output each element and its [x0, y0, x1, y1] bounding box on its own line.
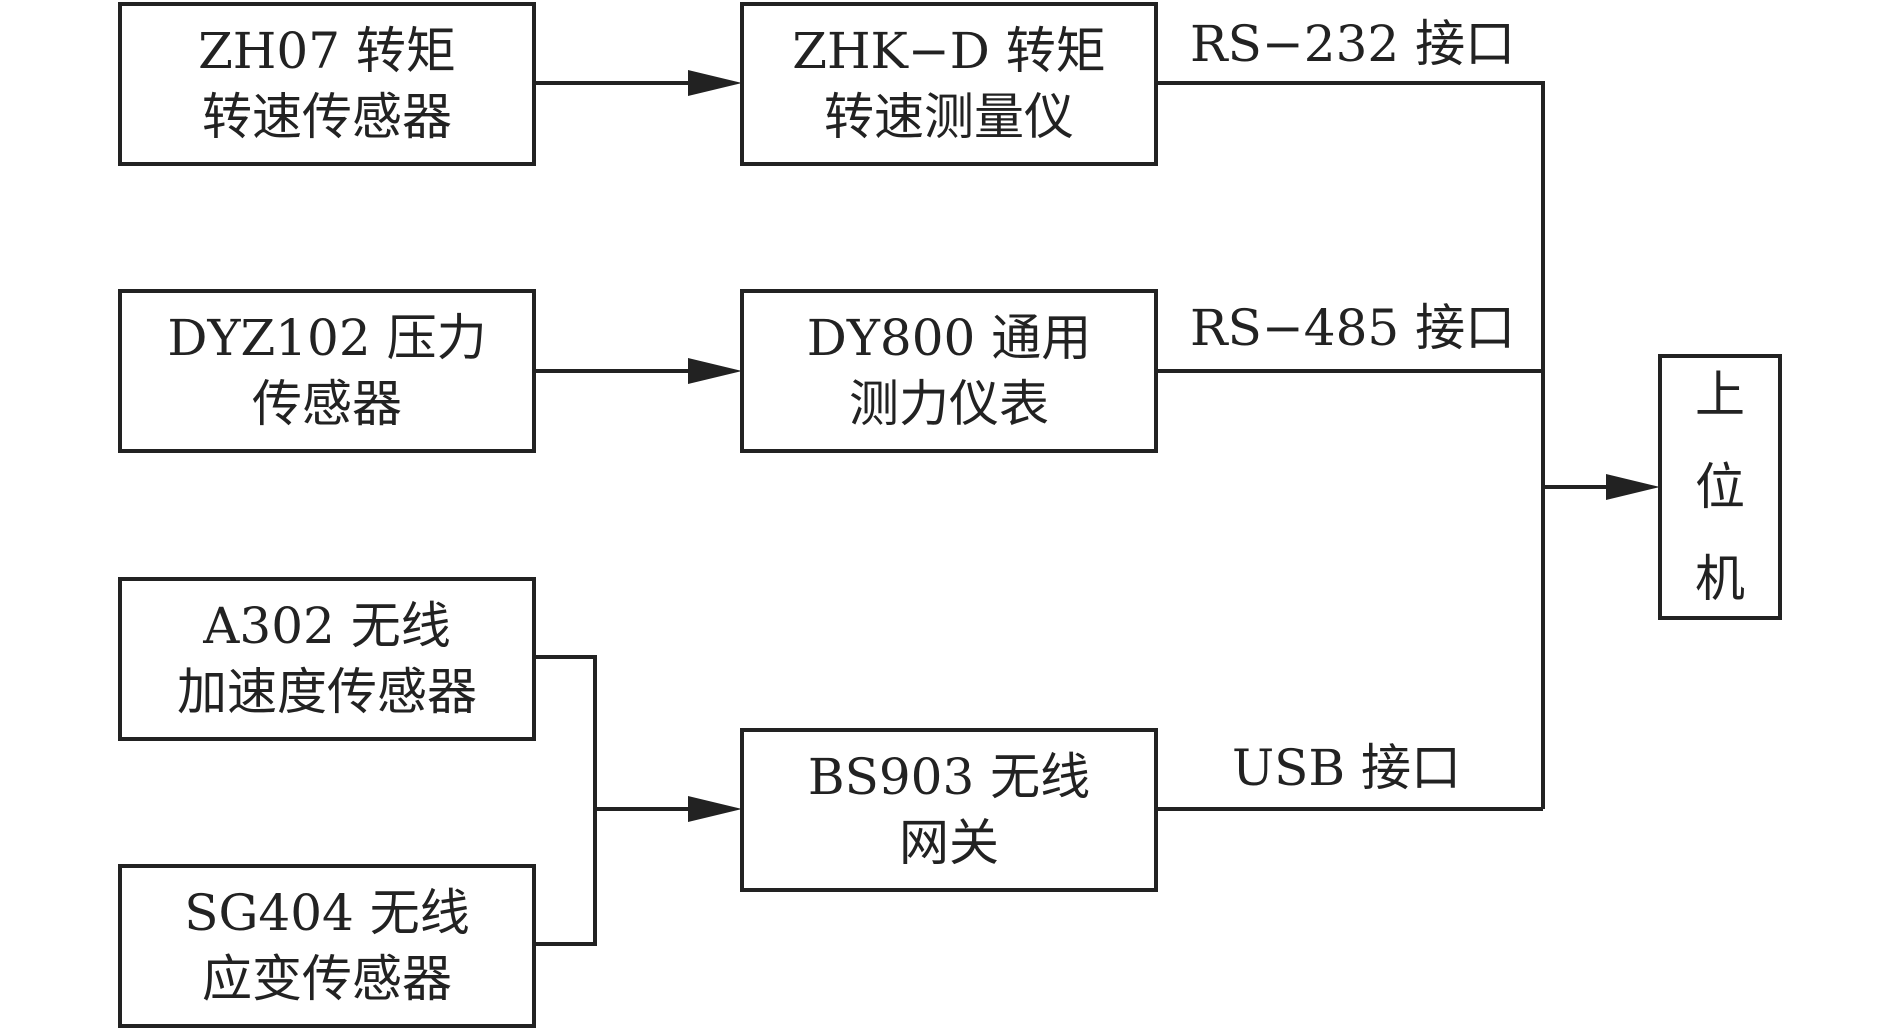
node-sg404-sensor-line-2: 应变传感器: [202, 950, 452, 1008]
arrowhead-bs903: [688, 796, 742, 822]
node-dyz102-sensor-line-2: 传感器: [252, 375, 402, 433]
edge-a302-merge: [535, 655, 597, 946]
node-host-pc: 上 位 机: [1658, 354, 1782, 620]
node-sg404-sensor: SG404 无线 应变传感器: [118, 864, 536, 1028]
node-dy800-meter-line-1: DY800 通用: [806, 309, 1092, 367]
edge-label-rs232: RS−232 接口: [1190, 15, 1516, 73]
node-bs903-gateway: BS903 无线 网关: [740, 728, 1158, 892]
node-zh07-sensor-line-2: 转速传感器: [202, 88, 452, 146]
arrowhead-host: [1606, 474, 1660, 500]
node-zhk-meter: ZHK−D 转矩 转速测量仪: [740, 2, 1158, 166]
node-zh07-sensor: ZH07 转矩 转速传感器: [118, 2, 536, 166]
node-host-pc-char-1: 上: [1695, 366, 1745, 424]
node-sg404-sensor-line-1: SG404 无线: [184, 884, 470, 942]
node-host-pc-char-2: 位: [1695, 458, 1745, 516]
arrowhead-zhk: [688, 70, 742, 96]
node-a302-sensor: A302 无线 加速度传感器: [118, 577, 536, 741]
edge-label-rs485: RS−485 接口: [1190, 299, 1516, 357]
node-zhk-meter-line-1: ZHK−D 转矩: [792, 22, 1106, 80]
node-dyz102-sensor-line-1: DYZ102 压力: [167, 309, 487, 367]
node-bs903-gateway-line-2: 网关: [899, 814, 999, 872]
node-dyz102-sensor: DYZ102 压力 传感器: [118, 289, 536, 453]
edge-label-usb: USB 接口: [1232, 739, 1462, 797]
node-host-pc-char-3: 机: [1695, 550, 1745, 608]
edge-zhk-rs232: [1157, 81, 1545, 809]
node-dy800-meter-line-2: 测力仪表: [849, 375, 1049, 433]
node-zh07-sensor-line-1: ZH07 转矩: [198, 22, 456, 80]
arrowhead-dy800: [688, 358, 742, 384]
node-a302-sensor-line-2: 加速度传感器: [177, 663, 477, 721]
node-a302-sensor-line-1: A302 无线: [203, 597, 451, 655]
node-zhk-meter-line-2: 转速测量仪: [824, 88, 1074, 146]
node-dy800-meter: DY800 通用 测力仪表: [740, 289, 1158, 453]
node-bs903-gateway-line-1: BS903 无线: [807, 748, 1091, 806]
